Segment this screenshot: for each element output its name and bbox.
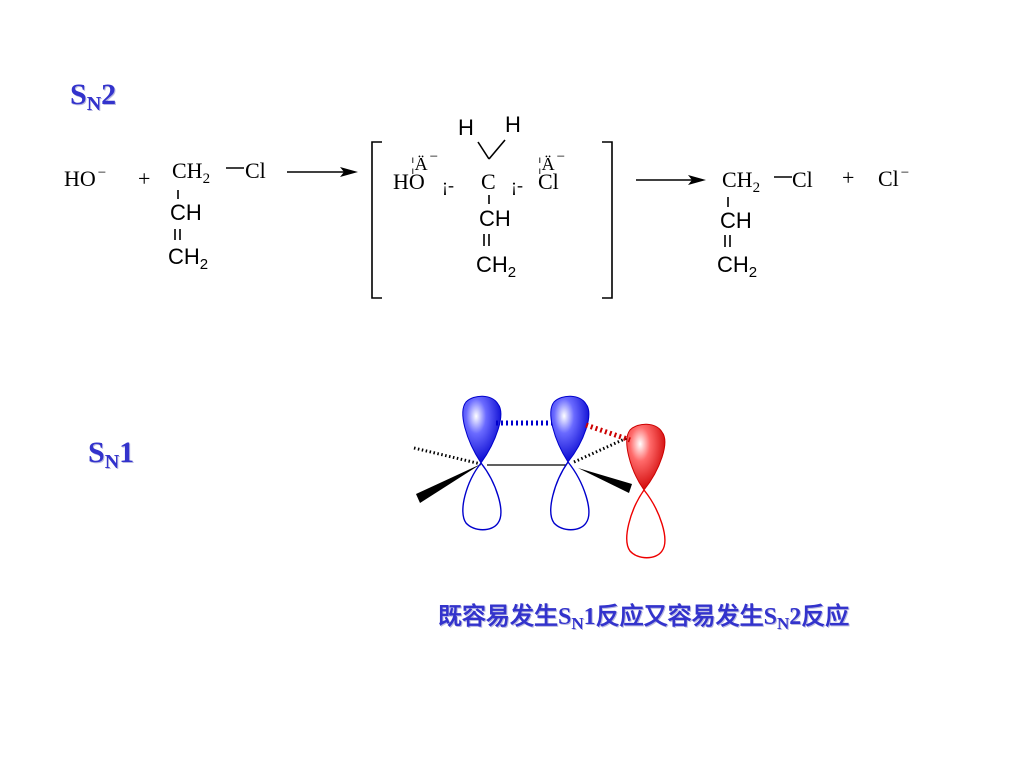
bond-h2-c bbox=[488, 139, 506, 160]
ts-delta-right: ¦Ä− bbox=[538, 149, 566, 174]
reaction-arrow-1-head bbox=[340, 167, 358, 177]
p-orbital-lobe-left-bottom bbox=[462, 461, 502, 531]
reactant-ch: CH bbox=[170, 200, 202, 225]
ts-hydroxide: HO bbox=[393, 169, 425, 194]
bond-h1-c bbox=[477, 141, 490, 160]
p-orbital-lobe-middle-bottom bbox=[550, 460, 590, 531]
reactant-plus: + bbox=[138, 166, 151, 191]
ts-ch2-terminal: CH2 bbox=[476, 252, 517, 281]
ts-h-left: H bbox=[458, 115, 474, 140]
reactant-cl: Cl bbox=[245, 158, 266, 183]
ts-partial-bond-right: ¡- bbox=[511, 175, 523, 195]
p-orbital-lobe-right-top bbox=[626, 423, 666, 491]
bracket-left bbox=[371, 141, 382, 299]
wedge-bond-left bbox=[416, 464, 481, 503]
bracket-right bbox=[602, 141, 613, 299]
ts-delta-left: ¦Ä− bbox=[411, 149, 439, 174]
ts-ch: CH bbox=[479, 206, 511, 231]
p-orbital-lobe-right-bottom bbox=[626, 488, 666, 559]
product-chloride-ion: Cl− bbox=[878, 165, 910, 191]
p-orbital-lobe-left-top bbox=[462, 395, 502, 464]
reaction-arrow-2-head bbox=[688, 175, 706, 185]
hashed-bond-left bbox=[413, 446, 482, 466]
p-orbital-lobe-middle-top bbox=[550, 395, 590, 463]
wedge-bond-right bbox=[578, 468, 632, 493]
pi-overlap-red bbox=[585, 422, 631, 443]
reactant-hydroxide: HO− bbox=[64, 165, 107, 191]
product-cl: Cl bbox=[792, 167, 813, 192]
reactant-ch2: CH2 bbox=[172, 158, 211, 187]
sn2-heading: SN2 bbox=[70, 78, 117, 115]
conclusion-caption: 既容易发生SN1反应又容易发生SN2反应 bbox=[438, 604, 850, 633]
product-ch: CH bbox=[720, 208, 752, 233]
sn1-heading: SN1 bbox=[88, 436, 135, 473]
product-ch2-terminal: CH2 bbox=[717, 252, 758, 281]
product-plus: + bbox=[842, 165, 855, 190]
ts-partial-bond-left: ¡- bbox=[442, 175, 454, 195]
ts-chlorine: Cl bbox=[538, 169, 559, 194]
reactant-ch2-terminal: CH2 bbox=[168, 244, 209, 273]
product-ch2: CH2 bbox=[722, 167, 761, 196]
ts-carbon: C bbox=[481, 169, 496, 194]
ts-h-right: H bbox=[505, 112, 521, 137]
